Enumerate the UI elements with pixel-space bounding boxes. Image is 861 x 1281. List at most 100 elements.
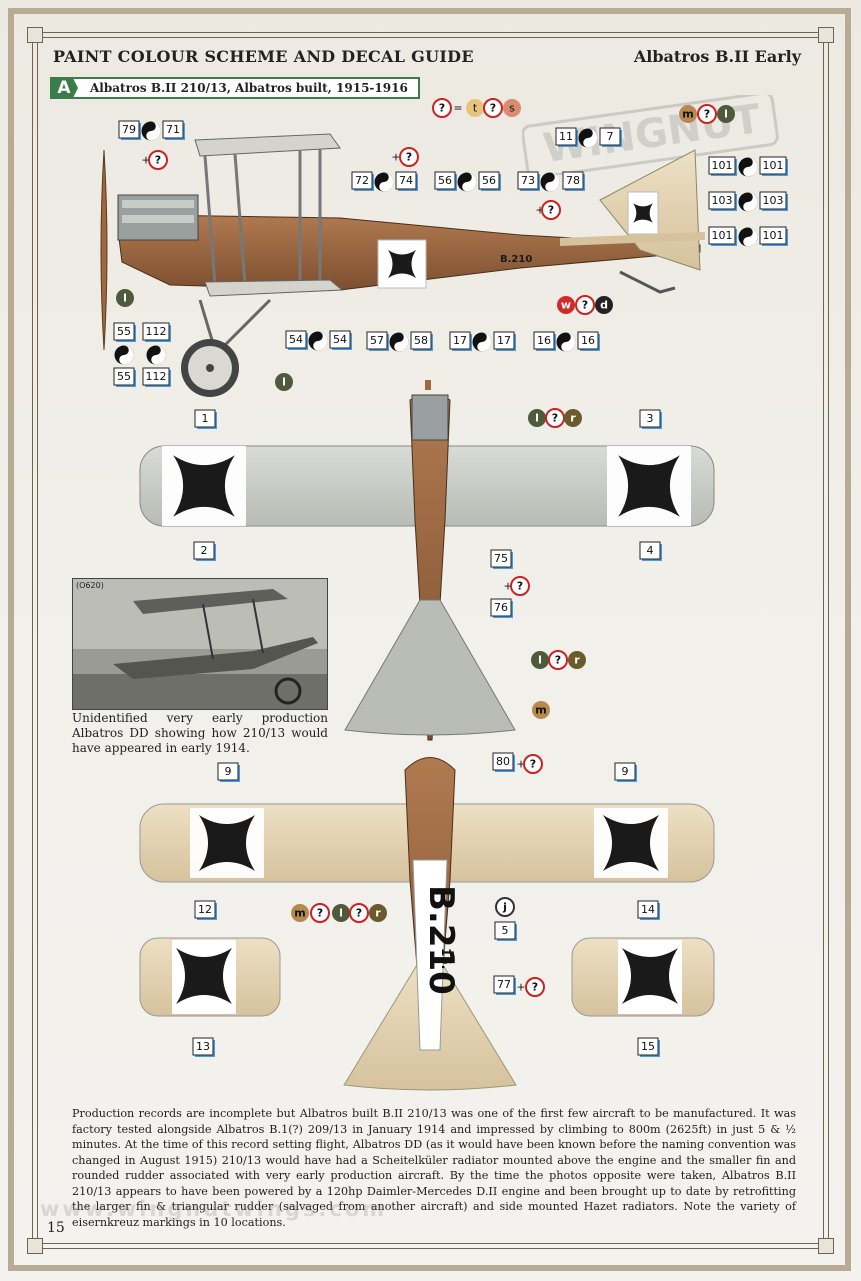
- svg-text:5: 5: [502, 924, 509, 937]
- decal-2: 2: [193, 541, 216, 561]
- scheme-letter: A: [50, 77, 78, 99]
- svg-text:j: j: [502, 901, 507, 914]
- paint-marker-r: r: [369, 904, 387, 922]
- svg-text:l: l: [339, 907, 343, 920]
- svg-text:m: m: [535, 704, 546, 717]
- plus-sign: +: [391, 151, 400, 164]
- paint-marker-r: r: [568, 651, 586, 669]
- svg-text:9: 9: [225, 765, 232, 778]
- svg-text:1: 1: [202, 412, 209, 425]
- plus-sign: +: [503, 580, 512, 593]
- decal-101: 101: [759, 156, 788, 176]
- svg-text:?: ?: [582, 299, 588, 312]
- decal-103: 103: [759, 191, 788, 211]
- plus-sign: +: [516, 981, 525, 994]
- top-decal-callouts: 1 2 3 4 75 76: [193, 409, 662, 618]
- decal-79: 79: [118, 120, 141, 140]
- paint-marker-q: ?: [399, 147, 419, 167]
- svg-text:l: l: [535, 412, 539, 425]
- decal-58: 58: [410, 331, 433, 351]
- svg-text:4: 4: [647, 544, 654, 557]
- svg-text:58: 58: [414, 334, 428, 347]
- decal-7: 7: [599, 127, 622, 147]
- svg-text:77: 77: [497, 978, 511, 991]
- svg-text:54: 54: [333, 333, 347, 346]
- svg-text:d: d: [600, 299, 608, 312]
- page-frame-outer: [8, 8, 851, 1271]
- decal-101: 101: [708, 156, 737, 176]
- paint-marker-q: ?: [510, 576, 530, 596]
- paint-legend: ? = t ? s: [432, 98, 521, 118]
- svg-text:l: l: [282, 376, 286, 389]
- decal-76: 76: [490, 598, 513, 618]
- svg-text:?: ?: [406, 151, 412, 164]
- decal-101: 101: [708, 226, 737, 246]
- frame-corner: [27, 27, 43, 43]
- page-frame-inner: [32, 32, 829, 1249]
- svg-text:?: ?: [356, 907, 362, 920]
- paint-marker-q: ?: [148, 150, 168, 170]
- svg-text:?: ?: [317, 907, 323, 920]
- decal-74: 74: [395, 171, 418, 191]
- svg-text:13: 13: [196, 1040, 210, 1053]
- decal-54: 54: [329, 330, 352, 350]
- paint-marker-q: ?: [697, 104, 717, 124]
- decal-5: 5: [494, 921, 517, 941]
- svg-text:72: 72: [355, 174, 369, 187]
- yin-yang-icon: [738, 227, 758, 247]
- yin-yang-icon: [146, 345, 166, 365]
- svg-text:r: r: [375, 907, 381, 920]
- yin-yang-icon: [114, 345, 134, 365]
- decal-57: 57: [366, 331, 389, 351]
- paint-marker-l: l: [332, 904, 350, 922]
- svg-text:l: l: [724, 108, 728, 121]
- decal-101: 101: [759, 226, 788, 246]
- aircraft-title: Albatros B.II Early: [633, 47, 801, 66]
- svg-text:101: 101: [712, 159, 733, 172]
- svg-text:3: 3: [647, 412, 654, 425]
- watermark-text: www.wingnutwings.com: [40, 1197, 388, 1221]
- top-tailplane: [344, 599, 516, 736]
- svg-text:r: r: [570, 412, 576, 425]
- decal-9: 9: [217, 762, 240, 782]
- propeller: [100, 149, 108, 351]
- svg-text:?: ?: [532, 981, 538, 994]
- paint-marker-q: ?: [525, 977, 545, 997]
- legend-q2: ?: [490, 102, 496, 115]
- svg-text:?: ?: [517, 580, 523, 593]
- svg-text:101: 101: [712, 229, 733, 242]
- paint-marker-q: ?: [575, 295, 595, 315]
- svg-text:?: ?: [155, 154, 161, 167]
- yin-yang-icon: [389, 332, 409, 352]
- svg-text:l: l: [123, 292, 127, 305]
- svg-text:80: 80: [496, 755, 510, 768]
- decal-1: 1: [194, 409, 217, 429]
- svg-text:57: 57: [370, 334, 384, 347]
- decal-103: 103: [708, 191, 737, 211]
- bottom-view: B.210 15.: [139, 757, 715, 1091]
- yin-yang-icon: [578, 128, 598, 148]
- decal-11: 11: [555, 127, 578, 147]
- photo-caption: Unidentified very early production Albat…: [72, 711, 328, 755]
- plus-sign: +: [516, 758, 525, 771]
- scheme-title: Albatros B.II 210/13, Albatros built, 19…: [72, 77, 420, 99]
- paint-marker-w: w: [557, 296, 575, 314]
- paint-marker-l: l: [528, 409, 546, 427]
- legend-s: s: [509, 102, 515, 115]
- side-serial: B.210: [500, 254, 532, 265]
- paint-marker-r: r: [564, 409, 582, 427]
- paint-marker-l: l: [717, 105, 735, 123]
- decal-75: 75: [490, 549, 513, 569]
- svg-text:56: 56: [482, 174, 496, 187]
- svg-text:?: ?: [530, 758, 536, 771]
- svg-text:76: 76: [494, 601, 508, 614]
- svg-text:101: 101: [763, 159, 784, 172]
- decal-78: 78: [562, 171, 585, 191]
- yin-yang-icon: [472, 332, 492, 352]
- paint-marker-q: ?: [349, 903, 369, 923]
- archive-photo: (O620): [72, 578, 328, 710]
- svg-text:?: ?: [555, 654, 561, 667]
